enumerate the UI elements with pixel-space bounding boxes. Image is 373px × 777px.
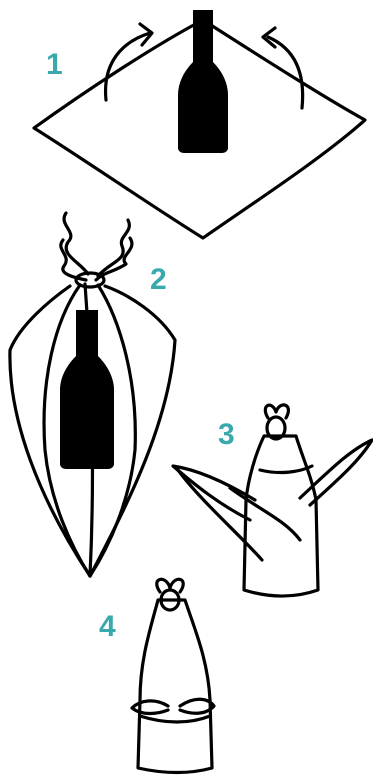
step-4-wrapped-bottle — [138, 600, 212, 773]
step-3-illustration — [173, 405, 372, 596]
step-4-band — [140, 716, 210, 722]
step-number-3: 3 — [218, 420, 235, 450]
step-3-neck-line — [260, 466, 312, 473]
step-3-wrapped-bottle — [244, 436, 318, 596]
step-3-right-tail — [300, 440, 372, 505]
step-2-right-twist — [98, 220, 129, 276]
step-2-wine-bottle-icon — [60, 310, 114, 469]
step-number-2: 2 — [150, 265, 167, 295]
step-number-4: 4 — [99, 612, 116, 642]
step-2-left-twist — [64, 213, 88, 274]
step-number-1: 1 — [46, 50, 63, 80]
step-4-illustration — [132, 579, 214, 772]
step-4-bow-left — [132, 701, 168, 714]
